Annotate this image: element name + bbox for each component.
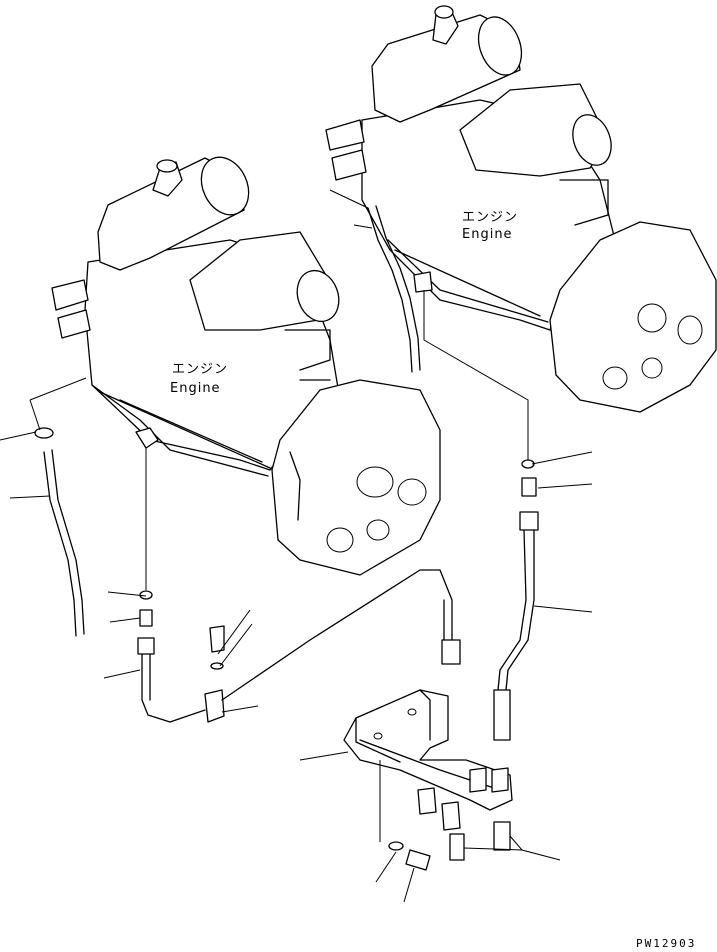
valve-bracket [343, 689, 513, 871]
engine-left-label-jp: エンジン [172, 362, 228, 377]
right-hose-assembly [367, 205, 539, 741]
engine-right-label-jp: エンジン [462, 210, 518, 225]
engine-left: エンジン Engine [51, 156, 441, 576]
drawing-code: PW12903 [636, 937, 696, 950]
left-hose-assembly [29, 377, 453, 723]
engine-right: エンジン Engine [325, 5, 717, 413]
engine-right-label-en: Engine [462, 227, 513, 242]
engine-left-label-en: Engine [170, 381, 221, 396]
leader-lines [0, 189, 593, 903]
